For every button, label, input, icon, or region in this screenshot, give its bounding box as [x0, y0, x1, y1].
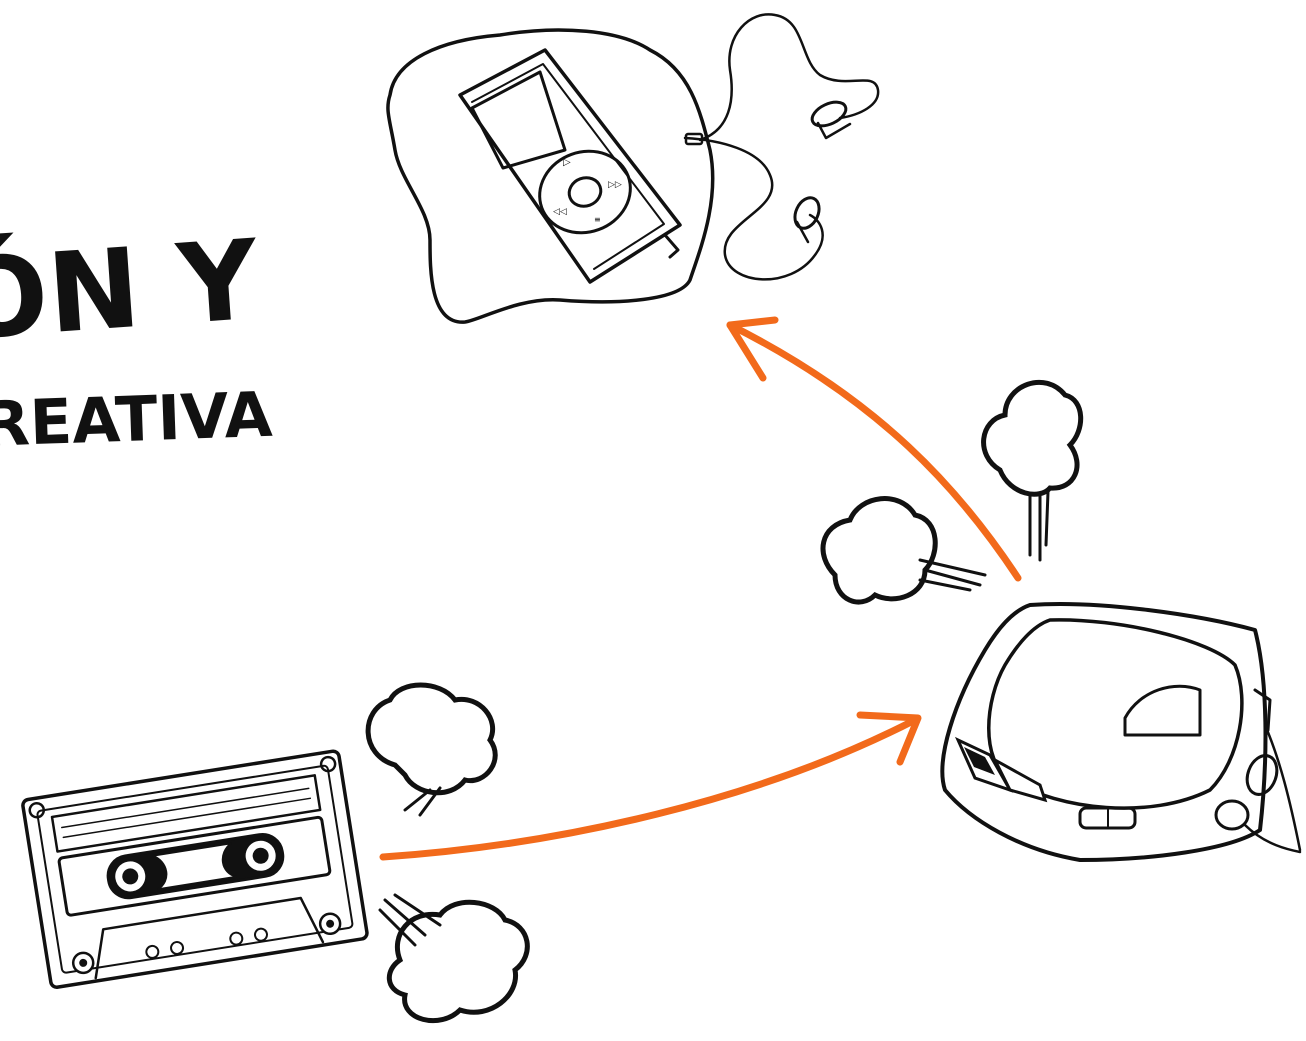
svg-text:▷: ▷: [563, 157, 571, 168]
dust-cloud-icon: [984, 382, 1081, 560]
dust-cloud-icon: [823, 499, 985, 602]
title-line-1: ÓN Y: [0, 216, 263, 365]
title-block: ÓN Y REATIVA: [0, 216, 274, 461]
portable-cd-player-icon: [942, 604, 1300, 860]
title-line-2: REATIVA: [0, 378, 274, 461]
svg-text:▷▷: ▷▷: [608, 180, 622, 190]
cassette-tape-icon: [22, 750, 368, 988]
svg-text:≡: ≡: [594, 215, 601, 224]
dust-cloud-icon: [380, 895, 527, 1021]
svg-text:◁◁: ◁◁: [553, 207, 567, 217]
mp3-player-icon: ▷ ▷▷ ◁◁ ≡: [388, 14, 878, 322]
dust-cloud-icon: [368, 685, 495, 815]
